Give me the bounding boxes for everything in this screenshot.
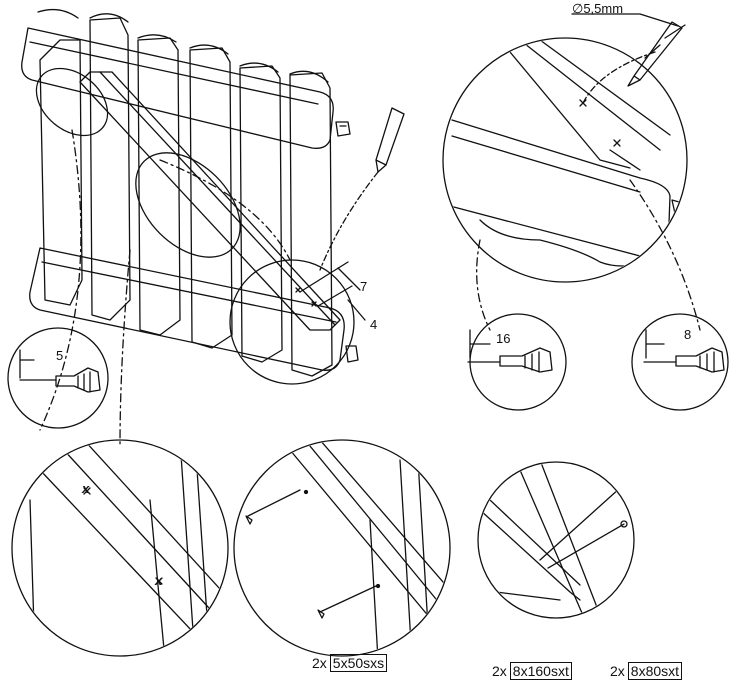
- connector-right: [476, 239, 491, 331]
- bottom-detail-circle-3: [477, 461, 635, 619]
- slat-3: [137, 37, 181, 336]
- hinge-top: [335, 121, 351, 137]
- slat-1: [39, 39, 83, 306]
- detail-circle-corner: [229, 259, 355, 385]
- connector-left-drill: [119, 249, 131, 446]
- dimension-16-label: 16: [496, 331, 511, 346]
- dimension-4: [317, 285, 366, 321]
- dashed-drop-right: [629, 179, 701, 331]
- bottom-rail: [29, 247, 345, 371]
- dimension-7-label: 7: [360, 279, 368, 294]
- diagonal-brace: [79, 71, 341, 331]
- main-fence-panel: [21, 8, 405, 385]
- screw-mark-1: [295, 287, 301, 293]
- part-qty-2: 2x: [492, 663, 507, 679]
- dimension-5-label: 5: [56, 348, 64, 363]
- detail-ellipse-mid: [135, 152, 241, 258]
- drill-diameter-label: ∅5,5mm: [572, 1, 624, 16]
- drill-circle-8: [631, 313, 729, 411]
- detail-ellipse-upper: [35, 67, 109, 137]
- drill-bit: [627, 21, 683, 87]
- part-qty-1: 2x: [312, 655, 327, 671]
- top-rail: [21, 27, 334, 149]
- screw-mark-2: [311, 301, 317, 307]
- part-qty-3: 2x: [610, 663, 625, 679]
- drill-circle-16: [467, 313, 567, 411]
- part-code-3: 8x80sxt: [627, 662, 683, 680]
- slat-caps: [37, 8, 329, 83]
- drill-circle-5: [7, 327, 109, 429]
- bottom-detail-circle-1: [11, 439, 229, 657]
- connector-main-to-detail: [159, 159, 291, 261]
- bottom-detail-circle-2: [233, 439, 451, 657]
- slat-6: [289, 72, 333, 377]
- dimension-7: [299, 261, 361, 293]
- drill-detail-circle: [442, 13, 701, 331]
- slat-4: [189, 47, 233, 349]
- dimension-4-label: 4: [370, 317, 378, 332]
- slat-5: [239, 65, 283, 363]
- part-code-1: 5x50sxs: [329, 654, 388, 672]
- slat-2: [89, 17, 131, 321]
- cross-mark-upper: x: [82, 481, 90, 496]
- part-code-2: 8x160sxt: [509, 662, 572, 680]
- connector-ellipse-to-drill: [39, 129, 82, 431]
- pencil: [375, 107, 405, 173]
- dimension-8-label: 8: [684, 327, 692, 342]
- cross-mark-lower: x: [155, 573, 163, 588]
- hinge-bottom: [345, 345, 359, 363]
